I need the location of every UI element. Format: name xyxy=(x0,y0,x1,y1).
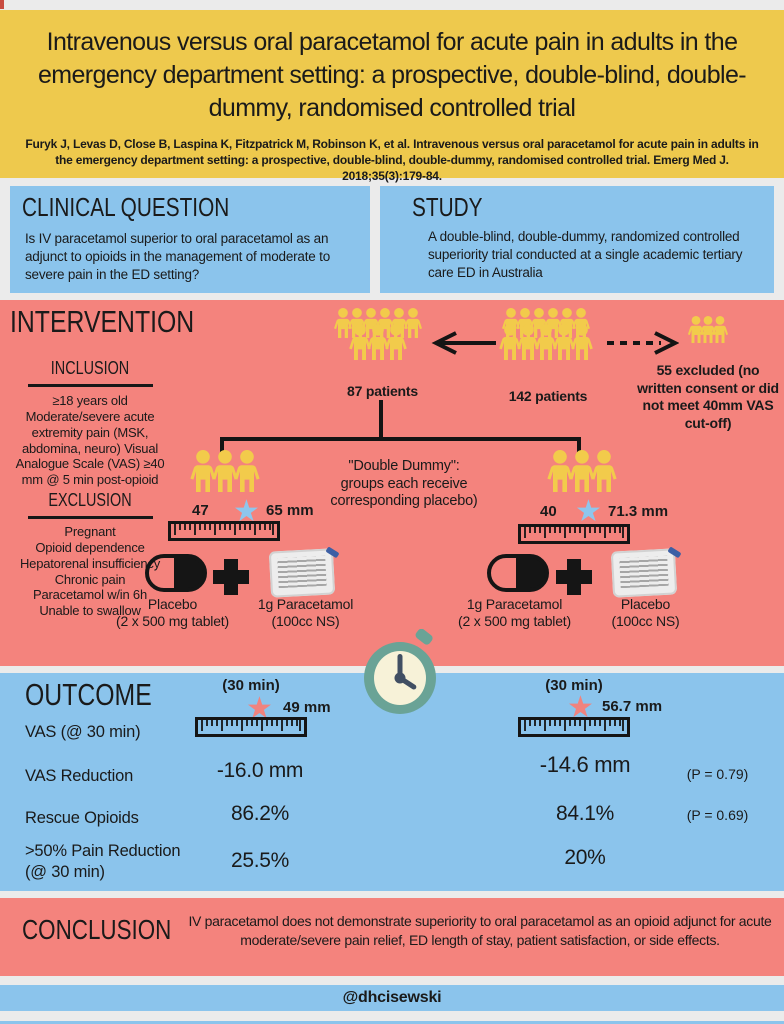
person-icon xyxy=(591,450,617,492)
clinical-question-body: Is IV paracetamol superior to oral parac… xyxy=(25,231,331,282)
item-detail: (2 x 500 mg tablet) xyxy=(116,612,229,629)
vas-ruler-icon xyxy=(518,524,630,544)
item-name: Placebo xyxy=(147,596,198,612)
connector-line xyxy=(220,437,224,456)
footer-bar: @dhcisewski xyxy=(0,985,784,1011)
outcome-value: -16.0 mm xyxy=(216,759,304,782)
excluded-label: 55 excluded (no written consent or did n… xyxy=(637,362,779,431)
oral-iv-label: 1g Paracetamol (100cc NS) xyxy=(233,596,378,629)
outcome-row-label: >50% Pain Reduction (@ 30 min) xyxy=(25,842,181,881)
exclusion-list: Pregnant Opioid dependence Hepatorenal i… xyxy=(5,524,175,619)
person-icon xyxy=(711,316,729,343)
vas-ruler-icon xyxy=(518,717,630,737)
connector-line xyxy=(577,437,581,456)
exclusion-item: Chronic pain xyxy=(54,571,126,587)
vas-ruler-icon xyxy=(195,717,307,737)
outcome-p-value: (P = 0.69) xyxy=(686,807,749,823)
item-detail: (100cc NS) xyxy=(611,612,680,629)
plus-icon xyxy=(213,559,249,595)
plus-icon xyxy=(556,559,592,595)
item-detail: (2 x 500 mg tablet) xyxy=(458,612,571,629)
clinical-question-heading: CLINICAL QUESTION xyxy=(22,192,230,222)
tablet-capsule-icon xyxy=(145,554,207,592)
outcome-value: 20% xyxy=(564,846,606,869)
iv-tablet-label: 1g Paracetamol (2 x 500 mg tablet) xyxy=(442,596,587,629)
author-handle: @dhcisewski xyxy=(342,989,442,1006)
vas-ruler-icon xyxy=(168,521,280,541)
intervention-section: INTERVENTION INCLUSION ≥18 years old Mod… xyxy=(0,300,784,666)
conclusion-heading: CONCLUSION xyxy=(22,914,172,945)
inclusion-heading: INCLUSION xyxy=(50,358,130,378)
tablet-capsule-icon xyxy=(487,554,549,592)
enrolled-label: 87 patients xyxy=(347,383,418,399)
outcome-value: 25.5% xyxy=(230,849,290,872)
exclusion-underline xyxy=(28,516,153,519)
item-name: 1g Paracetamol xyxy=(466,596,563,612)
iv-arm-crowd xyxy=(542,450,622,492)
intervention-heading: INTERVENTION xyxy=(10,304,195,339)
study-heading: STUDY xyxy=(412,192,483,222)
item-name: Placebo xyxy=(620,596,671,612)
left-arrow-icon xyxy=(431,331,496,355)
iv-placebo-label: Placebo (100cc NS) xyxy=(578,596,713,629)
iv-bag-icon xyxy=(268,548,336,598)
study-body: A double-blind, double-dummy, randomized… xyxy=(428,229,743,280)
outcome-value: 86.2% xyxy=(230,802,290,825)
citation: Furyk J, Levas D, Close B, Laspina K, Fi… xyxy=(25,137,759,184)
exclusion-item: Paracetamol w/in 6h xyxy=(33,587,147,603)
study-box: STUDY A double-blind, double-dummy, rand… xyxy=(380,186,774,293)
iv-vas-low: 40 xyxy=(540,503,557,520)
exclusion-heading: EXCLUSION xyxy=(48,490,132,510)
inclusion-body: ≥18 years old Moderate/severe acute extr… xyxy=(15,393,165,488)
person-icon xyxy=(385,324,407,360)
exclusion-item: Opioid dependence xyxy=(35,539,145,555)
outcome-value: 84.1% xyxy=(555,802,615,825)
double-dummy-note: "Double Dummy": groups each receive corr… xyxy=(330,458,478,510)
exclusion-item: Unable to swallow xyxy=(39,603,141,619)
bottom-edge-strip xyxy=(0,1021,784,1024)
person-icon xyxy=(234,450,260,492)
patient-crowd-screened xyxy=(488,308,604,360)
patient-crowd-enrolled xyxy=(322,308,434,360)
outcome-heading: OUTCOME xyxy=(25,677,152,712)
outcome-row-label: Rescue Opioids xyxy=(25,809,139,827)
exclusion-item: Pregnant xyxy=(64,524,116,539)
clinical-question-box: CLINICAL QUESTION Is IV paracetamol supe… xyxy=(10,186,370,293)
person-icon xyxy=(571,324,593,360)
outcome-vas-right: 56.7 mm xyxy=(602,698,663,715)
iv-vas-high: 71.3 mm xyxy=(608,503,669,520)
iv-bag-icon xyxy=(610,548,678,598)
item-name: 1g Paracetamol xyxy=(257,596,354,612)
outcome-row-label: VAS Reduction xyxy=(25,767,134,785)
outcome-section: OUTCOME (30 min) (30 min) ★ 49 mm ★ 56.7… xyxy=(0,673,784,891)
page-title: Intravenous versus oral paracetamol for … xyxy=(37,28,747,122)
corner-mark xyxy=(0,0,4,9)
inclusion-underline xyxy=(28,384,153,387)
vas-star-icon: ★ xyxy=(575,495,602,528)
dashed-right-arrow-icon xyxy=(607,331,679,355)
conclusion-section: CONCLUSION IV paracetamol does not demon… xyxy=(0,898,784,976)
screened-label: 142 patients xyxy=(508,388,588,404)
outcome-p-value: (P = 0.79) xyxy=(686,766,749,782)
outcome-value: -14.6 mm xyxy=(539,752,631,777)
outcome-col-header-right: (30 min) xyxy=(545,677,603,694)
outcome-col-header-left: (30 min) xyxy=(222,677,280,694)
title-band: Intravenous versus oral paracetamol for … xyxy=(0,10,784,183)
oral-vas-high: 65 mm xyxy=(266,502,314,519)
exclusion-item: Hepatorenal insufficiency xyxy=(19,555,160,571)
patient-crowd-excluded xyxy=(668,316,748,343)
oral-vas-low: 47 xyxy=(192,502,209,519)
connector-line xyxy=(220,437,581,441)
oral-arm-crowd xyxy=(185,450,265,492)
outcome-row-label: VAS (@ 30 min) xyxy=(25,723,141,741)
stopwatch-icon xyxy=(364,629,436,714)
connector-line xyxy=(379,400,383,440)
conclusion-body: IV paracetamol does not demonstrate supe… xyxy=(188,913,772,948)
oral-tablet-label: Placebo (2 x 500 mg tablet) xyxy=(100,596,245,629)
item-detail: (100cc NS) xyxy=(271,612,340,629)
outcome-vas-left: 49 mm xyxy=(283,699,331,716)
